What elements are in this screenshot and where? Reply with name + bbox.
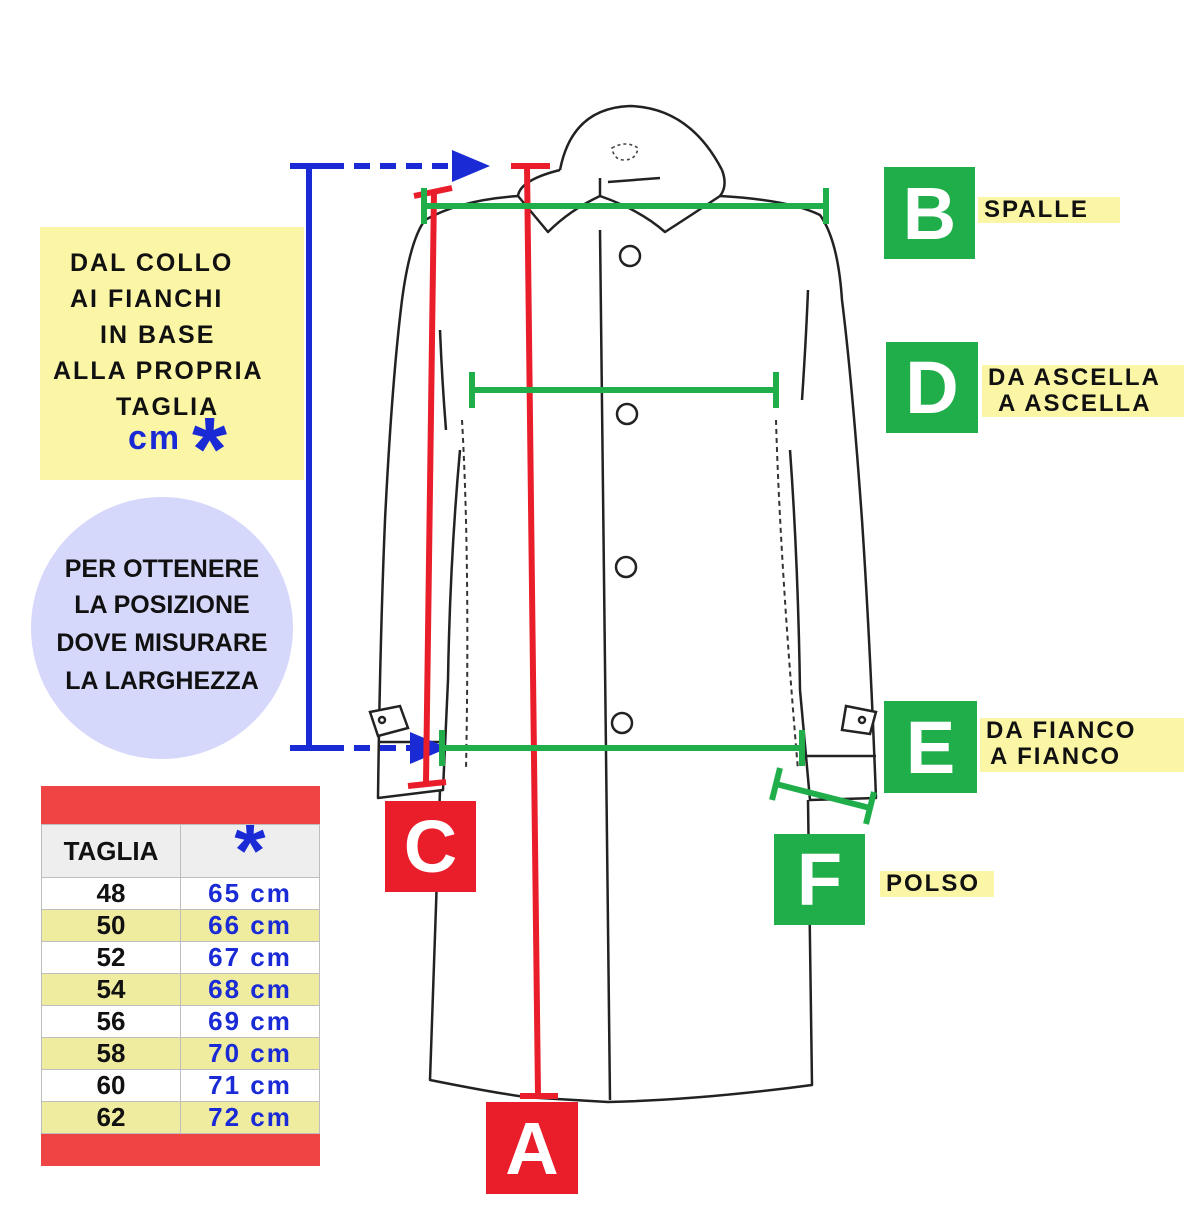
collar-back — [558, 104, 724, 171]
collar-right — [599, 169, 726, 234]
tag-fianco-line-1: DA FIANCO — [986, 717, 1137, 744]
tag-ascella-line-2: A ASCELLA — [998, 390, 1152, 417]
size-cell: 56 — [41, 1005, 181, 1038]
label-a-letter: A — [505, 1106, 559, 1190]
circle-line-3: DOVE MISURARE — [56, 629, 268, 657]
cuff-button-right — [857, 715, 867, 725]
tag-ascella-line-1: DA ASCELLA — [988, 364, 1161, 391]
tag-ascella: DA ASCELLA A ASCELLA — [982, 365, 1184, 417]
note-star-icon: * — [192, 400, 228, 500]
circle-line-4: LA LARGHEZZA — [65, 667, 259, 695]
width-position-note: PER OTTENERE LA POSIZIONE DOVE MISURARE … — [31, 497, 293, 759]
size-header-label: TAGLIA — [41, 824, 181, 878]
torso — [428, 789, 814, 1104]
blue-measure — [290, 150, 490, 764]
cuff-tab-left — [368, 704, 410, 738]
cuff-tabs — [368, 704, 878, 738]
measure-c-cap-bottom — [407, 779, 447, 789]
measure-cell: 72 cm — [180, 1101, 320, 1134]
measure-a — [511, 163, 558, 1099]
label-e-box: E — [884, 701, 977, 793]
cuff-button-left — [377, 715, 387, 725]
tag-spalle: SPALLE — [978, 197, 1120, 223]
seam-right — [775, 419, 799, 771]
size-cell: 60 — [41, 1069, 181, 1102]
fold-right — [800, 289, 810, 401]
blue-arrow-top — [452, 150, 490, 182]
size-cell: 62 — [41, 1101, 181, 1134]
sleeve-right — [719, 194, 878, 802]
measure-a-line — [524, 165, 541, 1097]
measure-cell: 70 cm — [180, 1037, 320, 1070]
chest-logo — [611, 143, 639, 161]
button-3 — [614, 555, 638, 579]
measure-cell: 71 cm — [180, 1069, 320, 1102]
label-e-letter: E — [905, 705, 956, 789]
size-cell: 48 — [41, 877, 181, 910]
measure-cell: 67 cm — [180, 941, 320, 974]
button-1 — [618, 244, 642, 268]
tag-fianco: DA FIANCO A FIANCO — [980, 718, 1184, 772]
note-line-3: IN BASE — [100, 321, 216, 349]
label-c-box: C — [385, 801, 476, 892]
button-2 — [615, 402, 639, 426]
measure-cell: 66 cm — [180, 909, 320, 942]
placket — [598, 229, 612, 1101]
green-measures — [421, 188, 877, 825]
measure-f-line — [775, 781, 871, 811]
button-4 — [610, 711, 634, 735]
measure-cell: 68 cm — [180, 973, 320, 1006]
measure-f-cap-right — [863, 791, 877, 825]
size-cell: 52 — [41, 941, 181, 974]
collar-inner — [598, 176, 661, 196]
measure-c — [407, 185, 453, 789]
side-seams — [461, 419, 799, 771]
label-c-letter: C — [403, 805, 458, 888]
label-a-box: A — [486, 1102, 578, 1194]
circle-line-2: LA POSIZIONE — [74, 591, 250, 619]
neck-to-hip-note: DAL COLLO AI FIANCHI IN BASE ALLA PROPRI… — [40, 227, 304, 495]
size-cell: 50 — [41, 909, 181, 942]
buttons — [610, 244, 642, 735]
note-line-1: DAL COLLO — [70, 249, 234, 277]
note-unit: cm — [128, 419, 182, 457]
fold-left — [438, 329, 448, 431]
value-header-star-icon: * — [180, 824, 320, 878]
label-d-box: D — [886, 342, 978, 433]
label-b-letter: B — [902, 171, 957, 255]
size-cell: 54 — [41, 973, 181, 1006]
label-b-box: B — [884, 167, 975, 259]
measure-f-cap-left — [769, 767, 783, 801]
size-table-header: TAGLIA * — [41, 824, 320, 878]
measure-c-line — [423, 191, 437, 783]
note-line-4: ALLA PROPRIA — [53, 357, 264, 385]
tag-fianco-line-2: A FIANCO — [990, 743, 1122, 770]
measure-c-cap-top — [413, 185, 453, 199]
size-cell: 58 — [41, 1037, 181, 1070]
note-line-5: TAGLIA — [116, 393, 220, 421]
label-f-letter: F — [796, 838, 843, 921]
label-d-letter: D — [905, 346, 959, 429]
circle-line-1: PER OTTENERE — [64, 555, 260, 583]
measure-cell: 65 cm — [180, 877, 320, 910]
label-f-box: F — [774, 834, 865, 925]
seam-left — [461, 419, 469, 771]
tag-polso: POLSO — [880, 871, 994, 897]
measure-cell: 69 cm — [180, 1005, 320, 1038]
note-line-2: AI FIANCHI — [70, 285, 224, 313]
